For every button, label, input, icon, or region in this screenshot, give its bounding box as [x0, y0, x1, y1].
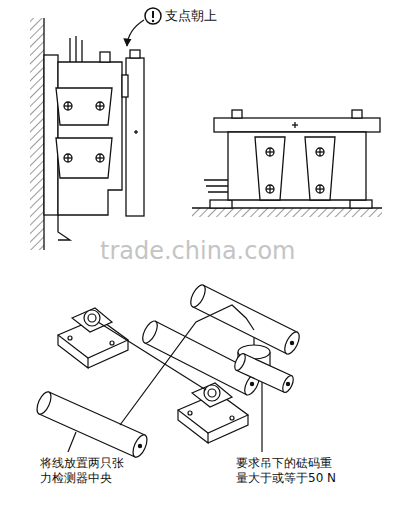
roller-end	[281, 374, 296, 394]
roller-end	[34, 390, 54, 416]
roller-axle	[290, 341, 293, 344]
roller-end	[282, 330, 302, 356]
roller-assembly	[34, 283, 302, 459]
roller-end	[188, 283, 208, 309]
sensor-floor-mounted	[192, 110, 382, 217]
roller	[193, 285, 298, 353]
wire	[120, 305, 254, 425]
note-text: 要求吊下的砝码重量大于或等于50 N	[236, 456, 338, 486]
roller-end	[140, 319, 161, 345]
roller	[39, 392, 145, 457]
warning-callout	[127, 8, 161, 46]
note-text: 将线放置两只张力检测器中央	[40, 456, 128, 486]
note-text: 支点朝上	[165, 8, 217, 24]
roller-axle	[138, 444, 141, 447]
roller-end	[233, 352, 248, 372]
roller-axle	[250, 382, 253, 385]
sensor-wall-mounted	[30, 18, 144, 250]
roller	[145, 321, 258, 394]
watermark: trade.china.com	[100, 236, 296, 266]
roller-end	[130, 433, 150, 459]
roller-axle	[286, 382, 289, 385]
